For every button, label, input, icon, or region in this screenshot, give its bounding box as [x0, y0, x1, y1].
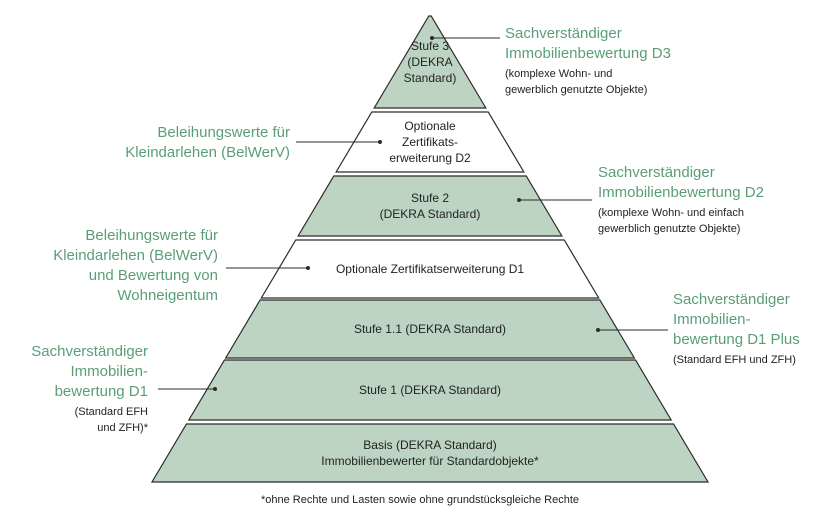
connector-belwerv-1-dot [378, 140, 382, 144]
connector-belwerv-2-dot [306, 266, 310, 270]
annotation-belwerv-1-title: Beleihungswerte für Kleindarlehen (BelWe… [125, 124, 290, 161]
annotation-d1-plus: Sachverständiger Immobilien- bewertung D… [673, 290, 800, 368]
pyramid-level-stufe1-label: Stufe 1 (DEKRA Standard) [359, 383, 501, 397]
pyramid-level-stufe3-label: (DEKRA [407, 55, 452, 69]
connector-d1-dot [213, 387, 217, 391]
annotation-d1-title: Sachverständiger Immobilien- bewertung D… [31, 343, 148, 400]
annotation-d3-subtitle: (komplexe Wohn- und gewerblich genutzte … [505, 68, 648, 96]
pyramid-level-basis-label: Immobilienbewerter für Standardobjekte* [321, 454, 539, 468]
pyramid-level-stufe2 [297, 175, 563, 237]
annotation-belwerv-1: Beleihungswerte für Kleindarlehen (BelWe… [92, 123, 290, 163]
pyramid-level-stufe3-label: Stufe 3 [411, 39, 449, 53]
pyramid-level-opt-d2-label: Optionale [404, 119, 456, 133]
annotation-d1-plus-subtitle: (Standard EFH und ZFH) [673, 354, 796, 366]
annotation-d2-title: Sachverständiger Immobilienbewertung D2 [598, 164, 764, 201]
pyramid-level-stufe3-label: Standard) [404, 71, 457, 85]
pyramid-level-opt-d1 [260, 239, 600, 299]
annotation-belwerv-2-title: Beleihungswerte für Kleindarlehen (BelWe… [53, 227, 218, 304]
pyramid-level-opt-d1-label: Optionale Zertifikatserweiterung D1 [336, 262, 524, 276]
annotation-belwerv-2: Beleihungswerte für Kleindarlehen (BelWe… [42, 226, 218, 306]
annotation-d1: Sachverständiger Immobilien- bewertung D… [12, 342, 148, 436]
connector-d1-plus-dot [596, 328, 600, 332]
pyramid-level-opt-d2 [335, 111, 525, 173]
pyramid-level-stufe3 [373, 15, 487, 109]
annotation-d2-subtitle: (komplexe Wohn- und einfach gewerblich g… [598, 207, 744, 235]
pyramid-level-basis-label: Basis (DEKRA Standard) [363, 438, 496, 452]
pyramid-level-stufe2-label: Stufe 2 [411, 191, 449, 205]
annotation-d1-subtitle: (Standard EFH und ZFH)* [74, 406, 148, 434]
pyramid-level-stufe1 [187, 359, 673, 421]
pyramid-level-basis [150, 423, 710, 483]
connector-d2-dot [517, 198, 521, 202]
pyramid-level-stufe2-label: (DEKRA Standard) [380, 207, 481, 221]
annotation-d1-plus-title: Sachverständiger Immobilien- bewertung D… [673, 291, 800, 348]
annotation-d2: Sachverständiger Immobilienbewertung D2 … [598, 163, 764, 237]
annotation-d3: Sachverständiger Immobilienbewertung D3 … [505, 24, 671, 98]
pyramid-level-stufe11 [224, 299, 636, 359]
pyramid-level-opt-d2-label: Zertifikats- [402, 135, 458, 149]
pyramid-level-opt-d2-label: erweiterung D2 [389, 151, 471, 165]
connector-d3-dot [430, 36, 434, 40]
pyramid-level-stufe11-label: Stufe 1.1 (DEKRA Standard) [354, 322, 506, 336]
annotation-d3-title: Sachverständiger Immobilienbewertung D3 [505, 25, 671, 62]
footnote: *ohne Rechte und Lasten sowie ohne grund… [261, 494, 579, 506]
